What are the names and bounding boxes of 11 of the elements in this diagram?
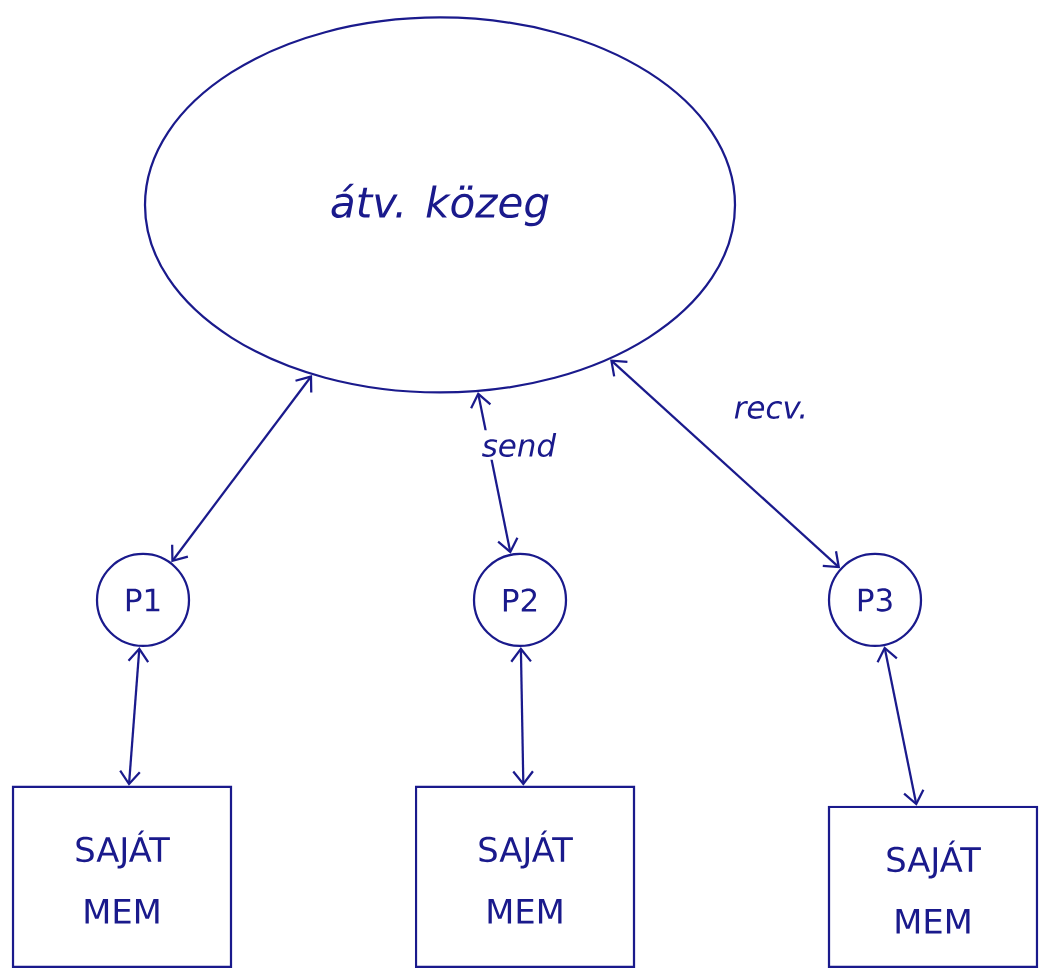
double-arrow [610, 359, 841, 569]
memory-box: SAJÁT MEM [414, 785, 636, 969]
double-arrow [171, 375, 313, 563]
double-arrow [510, 647, 534, 786]
memory-box: SAJÁT MEM [11, 785, 233, 969]
edge-label: recv. [730, 398, 811, 422]
double-arrow [119, 647, 150, 786]
double-arrow [876, 646, 925, 806]
memory-box: SAJÁT MEM [827, 805, 1039, 969]
double-arrow [470, 392, 519, 554]
edge-label: send [478, 430, 559, 460]
